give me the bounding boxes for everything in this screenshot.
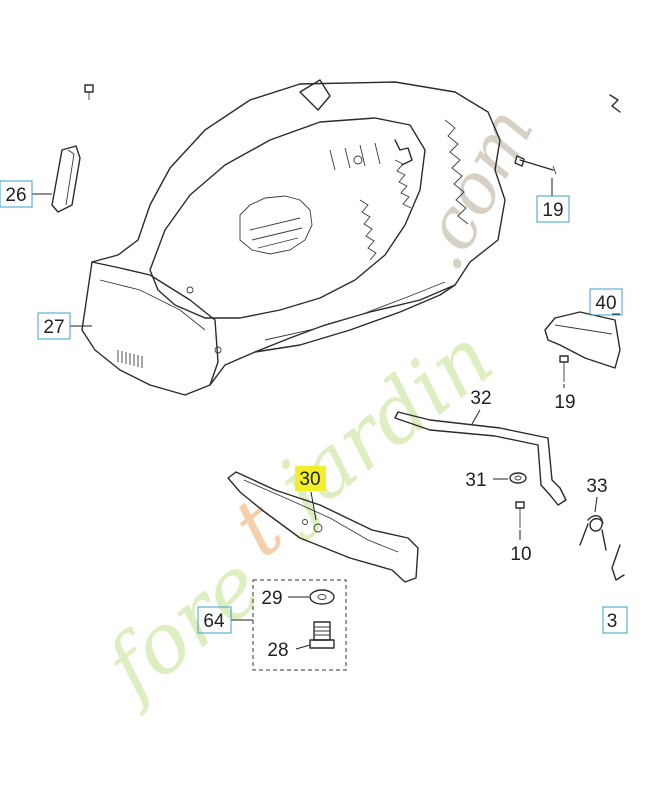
- callout-label: 64: [203, 611, 225, 632]
- callout-label: 3: [607, 611, 618, 632]
- callout-29: 29: [261, 588, 282, 609]
- callout-label: 31: [465, 470, 486, 491]
- callout-64: 64: [197, 606, 232, 634]
- part-19-bolt-upper: [514, 155, 557, 175]
- callout-box: [536, 195, 570, 223]
- callout-31: 31: [465, 470, 486, 491]
- callout-label: 30: [299, 469, 320, 490]
- callout-32: 32: [470, 388, 491, 409]
- callout-box: [0, 180, 33, 208]
- screw-top-left: [84, 84, 94, 100]
- callout-label: 19: [542, 200, 563, 221]
- part-19-screw-lower: [559, 355, 569, 382]
- callout-28: 28: [267, 640, 288, 661]
- callout-30: 30: [295, 466, 326, 491]
- callout-box: [197, 606, 232, 634]
- part-29-washer: [309, 589, 335, 605]
- callout-19-lower: 19: [554, 392, 575, 413]
- part-40-lever-plate: [544, 311, 621, 369]
- callout-label: 32: [470, 388, 491, 409]
- callout-label: 10: [510, 544, 531, 565]
- callout-19-upper: 19: [536, 195, 570, 223]
- part-26-side-cover: [51, 145, 81, 213]
- part-3-bracket: [611, 544, 625, 581]
- part-32-adjust-rod: [394, 411, 567, 506]
- watermark-part1: fore: [84, 538, 279, 720]
- callout-27: 27: [37, 312, 71, 340]
- callout-box: [589, 288, 623, 316]
- part-28-blade-bolt: [309, 621, 335, 649]
- callout-3: 3: [602, 606, 628, 634]
- callout-label: 19: [554, 392, 575, 413]
- watermark-part3: jardin: [247, 310, 510, 545]
- callout-26: 26: [0, 180, 33, 208]
- callout-33: 33: [586, 476, 607, 497]
- callout-label: 27: [43, 317, 64, 338]
- part-33-torsion-spring: [579, 515, 607, 551]
- callout-label: 29: [261, 588, 282, 609]
- mower-deck-housing: [81, 79, 506, 396]
- clip-top-right: [609, 94, 621, 113]
- part-30-blade: [227, 471, 419, 583]
- part-10-screw: [515, 501, 525, 528]
- callout-box: [602, 606, 628, 634]
- callout-label: 33: [586, 476, 607, 497]
- callout-10: 10: [510, 544, 531, 565]
- callout-label: 40: [595, 293, 616, 314]
- callout-label: 28: [267, 640, 288, 661]
- callout-highlight: [295, 466, 326, 491]
- leader-lines: [32, 178, 620, 650]
- callout-40: 40: [589, 288, 623, 316]
- callout-label: 26: [5, 185, 26, 206]
- part-31-washer: [509, 472, 527, 484]
- callout-box: [37, 312, 71, 340]
